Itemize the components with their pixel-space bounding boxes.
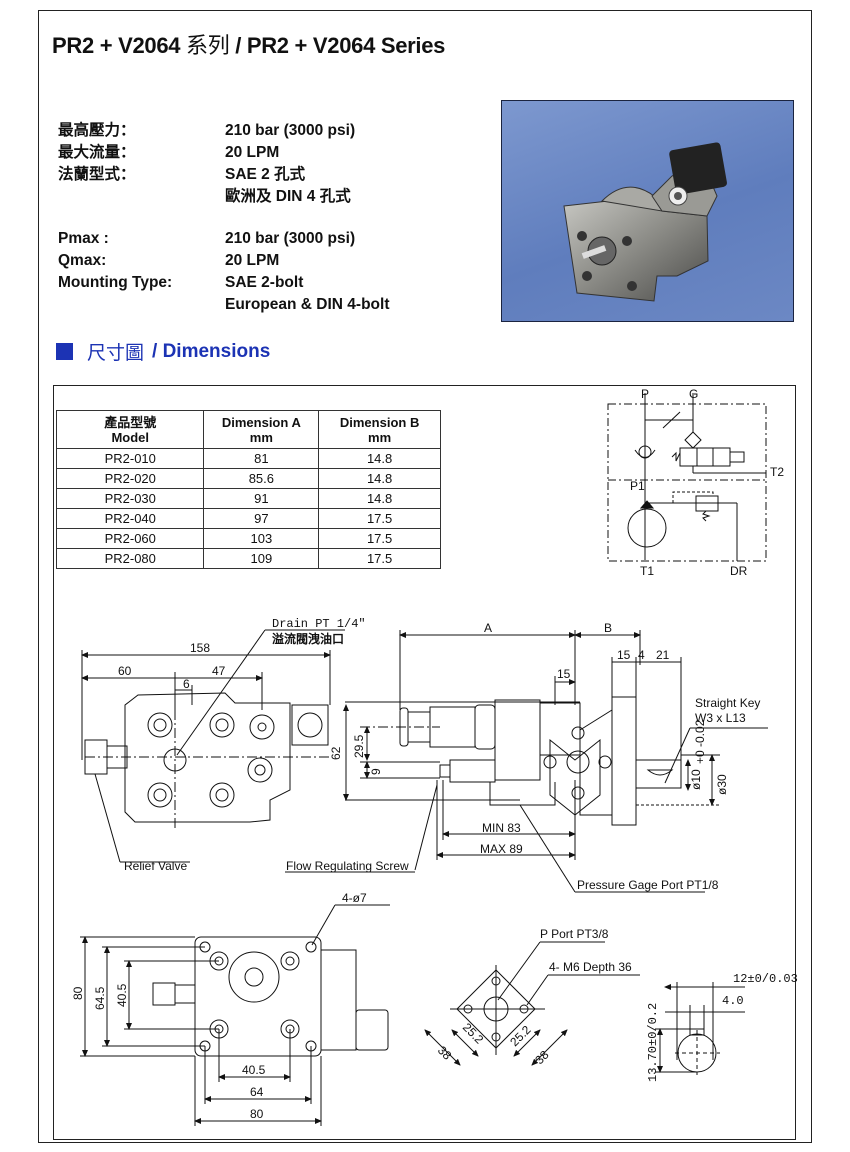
header-line2: mm [249,430,273,445]
cell-dim-a: 91 [203,488,320,509]
cell-dim-a: 103 [203,528,320,549]
cell-model: PR2-020 [55,468,205,489]
cell-dim-b: 17.5 [318,548,441,569]
header-line1: Dimension B [339,415,420,430]
cell-model: PR2-040 [55,508,205,529]
header-line2: mm [368,430,392,445]
section-cjk: 尺寸圖 [87,343,145,364]
spec-row: Qmax: 20 LPM [58,250,389,272]
cell-dim-b: 14.8 [318,468,441,489]
spec-value: 20 LPM [225,252,280,269]
specs-block: 最高壓力： 210 bar (3000 psi) 最大流量： 20 LPM 法蘭型式… [58,120,389,316]
spec-value: SAE 2-bolt [225,274,304,291]
cell-model: PR2-010 [55,448,205,469]
spec-label: Qmax: [58,252,107,269]
spec-row: European & DIN 4-bolt [58,294,389,316]
spec-row: 歐洲及 DIN 4 孔式 [58,186,389,208]
title-prefix: PR2 + V2064 [52,33,186,58]
drawing-frame [53,385,796,1140]
cell-dim-a: 109 [203,548,320,569]
product-photo [501,100,794,322]
cell-dim-b: 17.5 [318,528,441,549]
cell-model: PR2-030 [55,488,205,509]
section-square-icon [56,343,73,360]
cell-dim-b: 14.8 [318,488,441,509]
cell-dim-b: 14.8 [318,448,441,469]
spec-row: Mounting Type: SAE 2-bolt [58,272,389,294]
spec-label: Mounting Type: [58,274,173,291]
pump-photo-icon [563,142,727,302]
spec-label: 法蘭型式： [58,166,136,183]
page-border [38,10,812,1143]
cell-dim-a: 85.6 [203,468,320,489]
title-suffix: / PR2 + V2064 Series [229,33,446,58]
header-line1: 產品型號 [104,415,157,430]
header-line2: Model [111,430,150,445]
spec-value: 20 LPM [225,144,280,161]
spec-label: 最大流量： [58,144,136,161]
cell-dim-a: 97 [203,508,320,529]
spec-label [58,186,225,208]
spec-row: 最高壓力： 210 bar (3000 psi) [58,120,389,142]
spec-value: SAE 2 孔式 [225,166,306,183]
spec-label: Pmax : [58,230,109,247]
spec-label: 最高壓力： [58,122,136,139]
cell-dim-a: 81 [203,448,320,469]
spec-value: 210 bar (3000 psi) [225,122,356,139]
spec-row: 最大流量： 20 LPM [58,142,389,164]
section-en: / Dimensions [152,340,271,362]
header-line1: Dimension A [221,415,301,430]
spec-row: 法蘭型式： SAE 2 孔式 [58,164,389,186]
page-title: PR2 + V2064 系列 / PR2 + V2064 Series [52,28,445,60]
title-cjk: 系列 [186,34,230,59]
cell-model: PR2-080 [55,548,205,569]
spec-value: 歐洲及 DIN 4 孔式 [225,188,351,205]
cell-dim-b: 17.5 [318,508,441,529]
spec-value: 210 bar (3000 psi) [225,230,356,247]
spec-value: European & DIN 4-bolt [225,296,390,313]
cell-model: PR2-060 [55,528,205,549]
dimensions-heading: 尺寸圖 / Dimensions [56,338,270,365]
spec-row: Pmax : 210 bar (3000 psi) [58,228,389,250]
spec-label [58,294,225,316]
